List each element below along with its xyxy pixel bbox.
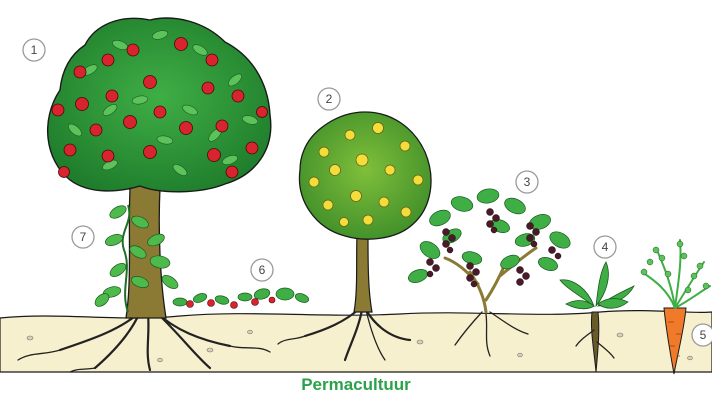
ground-cover-strawberries xyxy=(173,287,310,308)
carrot-foliage xyxy=(642,240,710,308)
svg-text:4: 4 xyxy=(602,240,609,254)
diagram-caption: Permacultuur xyxy=(0,375,712,395)
svg-text:2: 2 xyxy=(326,92,333,106)
svg-text:6: 6 xyxy=(259,263,266,277)
grape-shrub-leaves xyxy=(407,187,573,285)
label-5: 5 xyxy=(692,324,712,346)
svg-text:5: 5 xyxy=(700,328,707,342)
label-6: 6 xyxy=(251,259,273,281)
soil-ground xyxy=(0,311,712,372)
svg-text:7: 7 xyxy=(80,230,87,244)
label-4: 4 xyxy=(594,236,616,258)
svg-text:3: 3 xyxy=(524,175,531,189)
herb-leaves xyxy=(560,262,634,309)
label-1: 1 xyxy=(23,39,45,61)
label-3: 3 xyxy=(516,171,538,193)
label-2: 2 xyxy=(318,88,340,110)
label-7: 7 xyxy=(72,226,94,248)
svg-text:1: 1 xyxy=(31,43,38,57)
